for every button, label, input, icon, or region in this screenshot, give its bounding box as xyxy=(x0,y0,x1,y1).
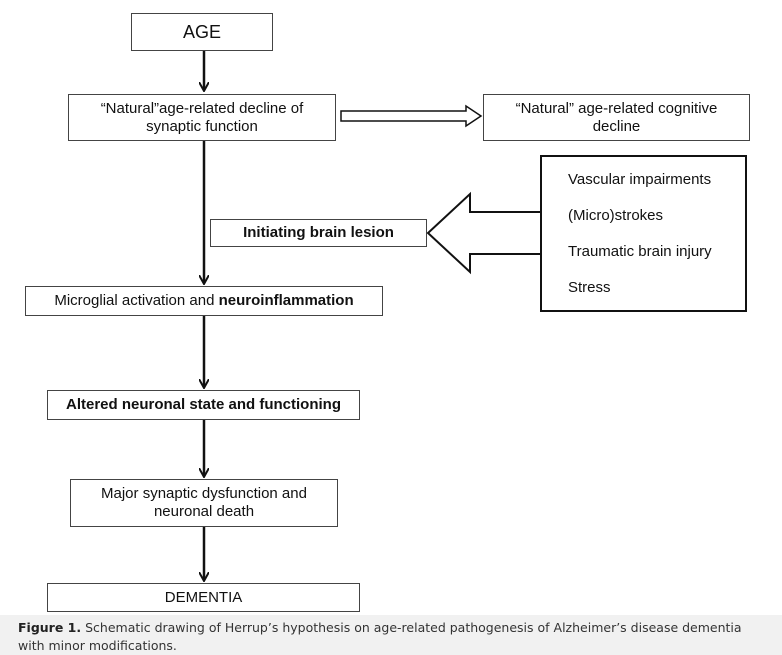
altered-neuronal-state-label: Altered neuronal state and functioning xyxy=(65,396,342,413)
connectors xyxy=(0,50,540,615)
hollow-arrow-to-cognitive-decline xyxy=(340,104,483,128)
risk-factor-traumatic-injury: Traumatic brain injury xyxy=(568,243,712,260)
figure-caption-label: Figure 1. xyxy=(18,620,82,635)
risk-factor-vascular: Vascular impairments xyxy=(568,171,712,188)
microglial-activation-box: Microglial activation and neuroinflammat… xyxy=(25,286,383,316)
microglial-activation-label: Microglial activation and neuroinflammat… xyxy=(54,292,353,310)
natural-cognitive-decline-box: “Natural” age-related cognitive decline xyxy=(483,94,750,141)
big-hollow-arrow-to-lesion xyxy=(426,191,540,275)
synaptic-dysfunction-box: Major synaptic dysfunction and neuronal … xyxy=(70,479,338,527)
dementia-label: DEMENTIA xyxy=(164,588,243,606)
figure-caption: Figure 1. Schematic drawing of Herrup’s … xyxy=(18,619,768,655)
risk-factor-microstrokes: (Micro)strokes xyxy=(568,207,664,224)
risk-factor-stress: Stress xyxy=(568,279,611,296)
figure-caption-text: Schematic drawing of Herrup’s hypothesis… xyxy=(18,620,742,653)
risk-factors-box: Vascular impairments (Micro)strokes Trau… xyxy=(540,155,747,312)
natural-synaptic-decline-box: “Natural”age-related decline of synaptic… xyxy=(68,94,336,141)
age-box: AGE xyxy=(131,13,273,51)
microglial-prefix: Microglial activation and xyxy=(54,292,219,309)
dementia-box: DEMENTIA xyxy=(47,583,360,612)
figure-caption-area: Figure 1. Schematic drawing of Herrup’s … xyxy=(0,615,782,655)
neuroinflammation-term: neuroinflammation xyxy=(218,292,354,309)
flow-diagram: AGE “Natural”age-related decline of syna… xyxy=(0,13,750,615)
initiating-lesion-label: Initiating brain lesion xyxy=(243,224,394,241)
initiating-lesion-box: Initiating brain lesion xyxy=(210,219,427,247)
natural-synaptic-decline-label: “Natural”age-related decline of synaptic… xyxy=(100,99,304,135)
altered-neuronal-state-box: Altered neuronal state and functioning xyxy=(47,390,360,420)
synaptic-dysfunction-label: Major synaptic dysfunction and neuronal … xyxy=(101,485,307,520)
age-label: AGE xyxy=(182,22,221,42)
natural-cognitive-decline-label: “Natural” age-related cognitive decline xyxy=(515,99,718,135)
